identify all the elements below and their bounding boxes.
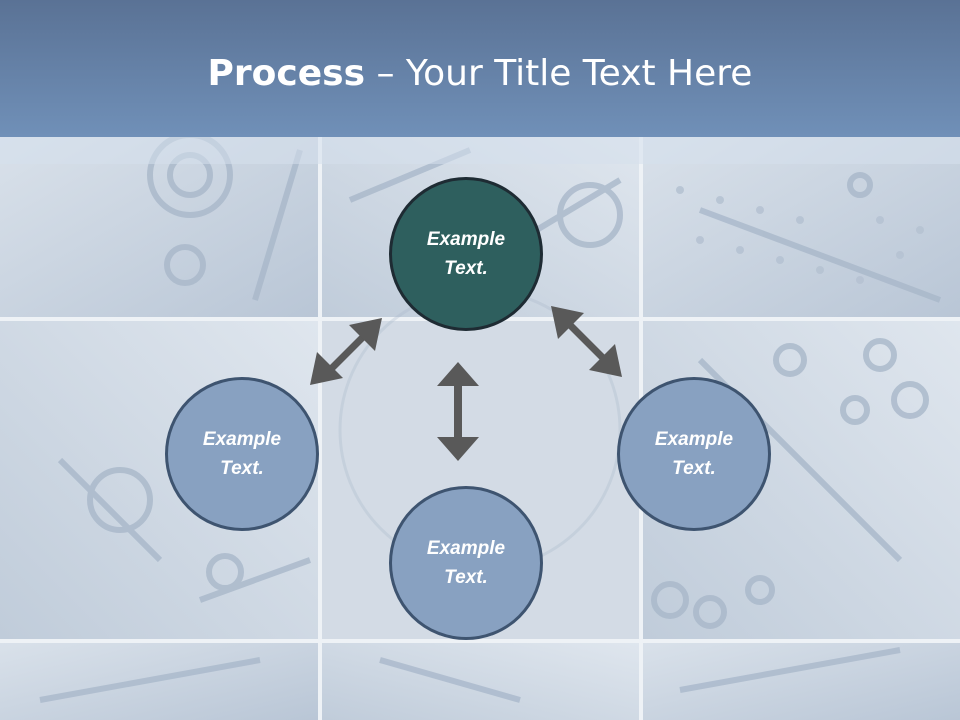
double-arrow-vertical <box>437 362 479 461</box>
node-top-label: Example Text. <box>426 229 506 279</box>
process-node-left: Example Text. <box>165 377 319 531</box>
slide-title: Process – Your Title Text Here <box>0 52 960 96</box>
title-rest-part: – Your Title Text Here <box>365 53 753 94</box>
double-arrow-top-right <box>551 306 622 377</box>
node-right-label: Example Text. <box>654 429 734 479</box>
process-node-right: Example Text. <box>617 377 771 531</box>
node-left-label: Example Text. <box>202 429 282 479</box>
node-bottom-label: Example Text. <box>426 538 506 588</box>
process-node-bottom: Example Text. <box>389 486 543 640</box>
process-node-top: Example Text. <box>389 177 543 331</box>
double-arrow-top-left <box>310 318 382 385</box>
title-bold-part: Process <box>207 53 366 94</box>
title-band-fade <box>0 137 960 164</box>
title-band <box>0 0 960 137</box>
